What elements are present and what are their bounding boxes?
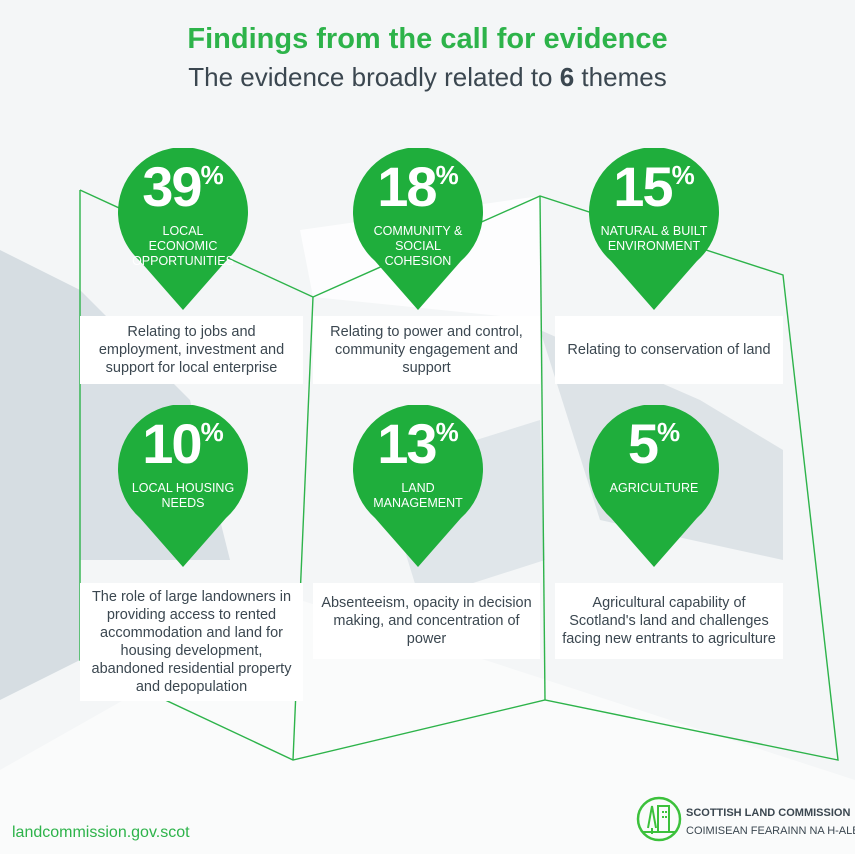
theme-description: Absenteeism, opacity in decision making,…	[313, 583, 540, 659]
website-link[interactable]: landcommission.gov.scot	[12, 824, 190, 841]
theme-description: Relating to conservation of land	[555, 316, 783, 384]
theme-percent: 13%	[377, 412, 459, 475]
theme-percent: 39%	[142, 155, 224, 218]
theme-label: AGRICULTURE	[609, 481, 699, 495]
theme-label: LOCAL HOUSING NEEDS	[131, 481, 235, 510]
page-title: Findings from the call for evidence	[187, 23, 668, 55]
theme-label: NATURAL & BUILT ENVIRONMENT	[600, 224, 708, 253]
theme-percent: 5%	[627, 412, 681, 475]
theme-percent: 15%	[613, 155, 695, 218]
map-pin-icon	[353, 148, 483, 310]
theme-percent: 10%	[142, 412, 224, 475]
theme-description: Agricultural capability of Scotland's la…	[555, 583, 783, 659]
theme-label: COMMUNITY & SOCIAL COHESION	[373, 224, 463, 268]
theme-pin: 13% LAND MANAGEMENT	[353, 405, 483, 570]
theme-pin: 10% LOCAL HOUSING NEEDS	[118, 405, 248, 570]
theme-pin: 15% NATURAL & BUILT ENVIRONMENT	[589, 148, 719, 313]
theme-description: Relating to power and control, community…	[313, 316, 540, 384]
org-name-gaelic: COIMISEAN FEARAINN NA H-ALBA	[686, 825, 855, 837]
map-pin-icon	[589, 148, 719, 310]
map-pin-icon	[118, 405, 248, 567]
map-pin-icon	[353, 405, 483, 567]
theme-label: LAND MANAGEMENT	[373, 481, 463, 510]
theme-label: LOCAL ECONOMIC OPPORTUNITIES	[132, 224, 234, 268]
scottish-land-commission-logo-icon	[636, 796, 682, 842]
theme-percent: 18%	[377, 155, 459, 218]
map-pin-icon	[118, 148, 248, 310]
theme-pin: 39% LOCAL ECONOMIC OPPORTUNITIES	[118, 148, 248, 313]
org-name: SCOTTISH LAND COMMISSION	[686, 807, 851, 819]
theme-description: Relating to jobs and employment, investm…	[80, 316, 303, 384]
map-pin-icon	[589, 405, 719, 567]
page-subtitle: The evidence broadly related to 6 themes	[188, 62, 667, 92]
theme-pin: 5% AGRICULTURE	[589, 405, 719, 570]
theme-pin: 18% COMMUNITY & SOCIAL COHESION	[353, 148, 483, 313]
theme-description: The role of large landowners in providin…	[80, 583, 303, 701]
